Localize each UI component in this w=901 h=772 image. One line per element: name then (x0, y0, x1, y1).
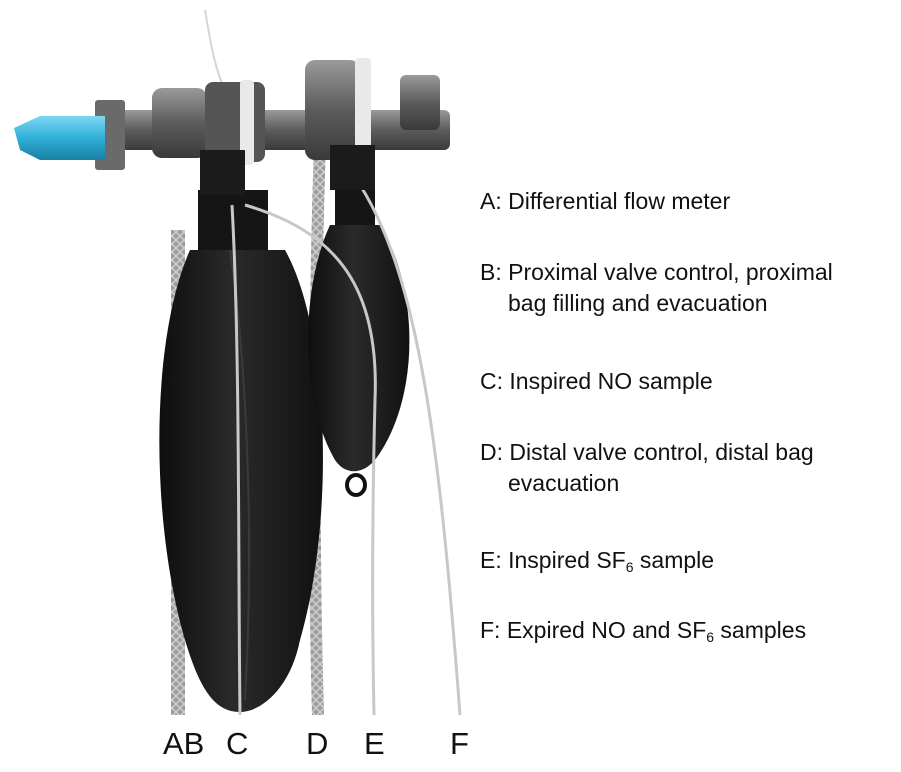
sample-line-f (358, 184, 462, 716)
tube-label-e: E (364, 726, 385, 761)
legend-item-c: C: Inspired NO sample (480, 368, 713, 394)
blue-connector (14, 116, 105, 160)
tube-label-ab: AB (163, 726, 205, 761)
sample-line-top (204, 9, 226, 91)
tube-label-f: F (450, 726, 469, 761)
legend-item-a: A: Differential flow meter (480, 188, 731, 214)
tube-label-d: D (306, 726, 329, 761)
legend-item-d: D: Distal valve control, distal bag evac… (480, 439, 814, 496)
legend-item-e: E: Inspired SF6 sample (480, 547, 715, 575)
tube-label-c: C (226, 726, 249, 761)
legend-item-f: F: Expired NO and SF6 samples (480, 617, 807, 645)
proximal-bag (159, 190, 323, 712)
sample-line-e (244, 203, 377, 716)
breathing-apparatus-illustration (14, 9, 462, 716)
valve-manifold (95, 58, 450, 195)
sample-line-c (230, 204, 242, 716)
legend-item-b: B: Proximal valve control, proximal bag … (480, 259, 833, 316)
